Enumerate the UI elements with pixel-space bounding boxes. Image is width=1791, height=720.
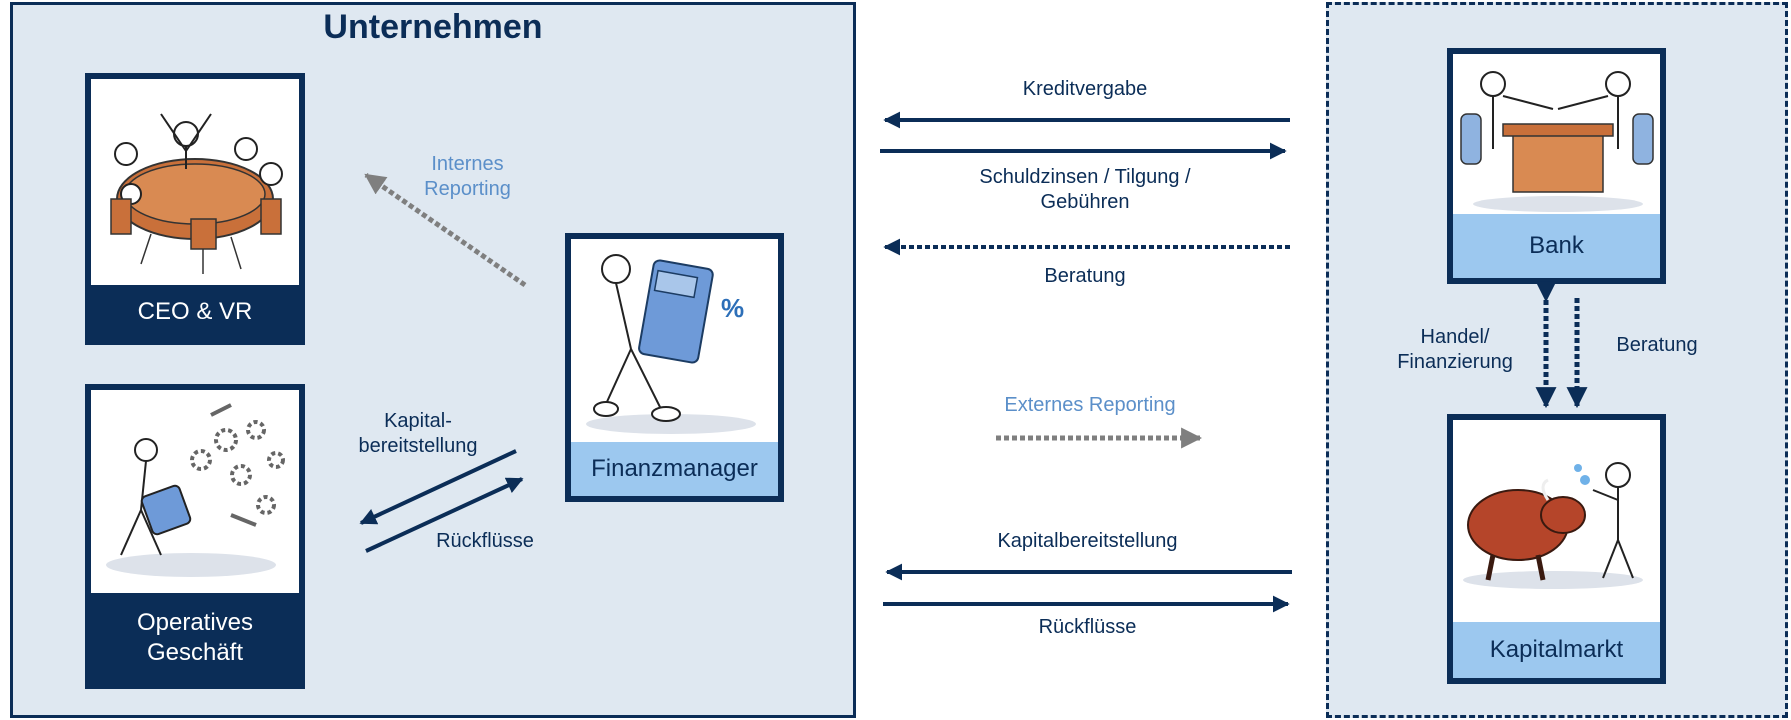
market-advice-label: Beratung bbox=[1616, 334, 1698, 356]
internal-capital-label: Kapital- bereitstellung bbox=[348, 409, 488, 459]
company-title: Unternehmen bbox=[323, 8, 543, 46]
handshake-desk-illustration bbox=[1453, 54, 1660, 214]
meeting-table-illustration bbox=[91, 79, 299, 285]
internal-returns-label: Rückflüsse bbox=[436, 530, 534, 552]
bank-card: Bank bbox=[1447, 48, 1666, 284]
finance-manager-card: % Finanzmanager bbox=[565, 233, 784, 502]
operations-card: Operatives Geschäft bbox=[85, 384, 305, 689]
finance-manager-caption: Finanzmanager bbox=[571, 442, 778, 496]
internal-capital-text: Kapital- bereitstellung bbox=[358, 410, 478, 457]
external-returns-label: Rückflüsse bbox=[1038, 616, 1137, 638]
interest-text: Schuldzinsen / Tilgung / Gebühren bbox=[979, 166, 1191, 213]
svg-text:%: % bbox=[721, 293, 744, 323]
internal-returns-arrow bbox=[365, 477, 524, 553]
external-capital-label: Kapitalbereitstellung bbox=[997, 530, 1178, 552]
internal-reporting-text: Internes Reporting bbox=[424, 153, 511, 200]
capital-market-card: Kapitalmarkt bbox=[1447, 414, 1666, 684]
trade-label: Handel/ Finanzierung bbox=[1380, 325, 1530, 375]
calculator-person-illustration: % bbox=[571, 239, 778, 442]
gears-illustration bbox=[91, 390, 299, 593]
operations-caption: Operatives Geschäft bbox=[91, 593, 299, 683]
ceo-card: CEO & VR bbox=[85, 73, 305, 345]
internal-capital-arrow bbox=[359, 449, 517, 525]
bank-caption: Bank bbox=[1453, 214, 1660, 278]
ceo-caption: CEO & VR bbox=[91, 285, 299, 339]
capital-market-caption: Kapitalmarkt bbox=[1453, 622, 1660, 678]
bank-advice-label: Beratung bbox=[1044, 265, 1126, 287]
interest-label: Schuldzinsen / Tilgung / Gebühren bbox=[950, 165, 1220, 215]
external-reporting-label: Externes Reporting bbox=[1004, 394, 1176, 416]
internal-reporting-arrow bbox=[364, 172, 527, 288]
trade-text: Handel/ Finanzierung bbox=[1397, 326, 1513, 373]
credit-label: Kreditvergabe bbox=[1022, 78, 1148, 100]
internal-reporting-label: Internes Reporting bbox=[410, 152, 525, 202]
bull-illustration bbox=[1453, 420, 1660, 622]
